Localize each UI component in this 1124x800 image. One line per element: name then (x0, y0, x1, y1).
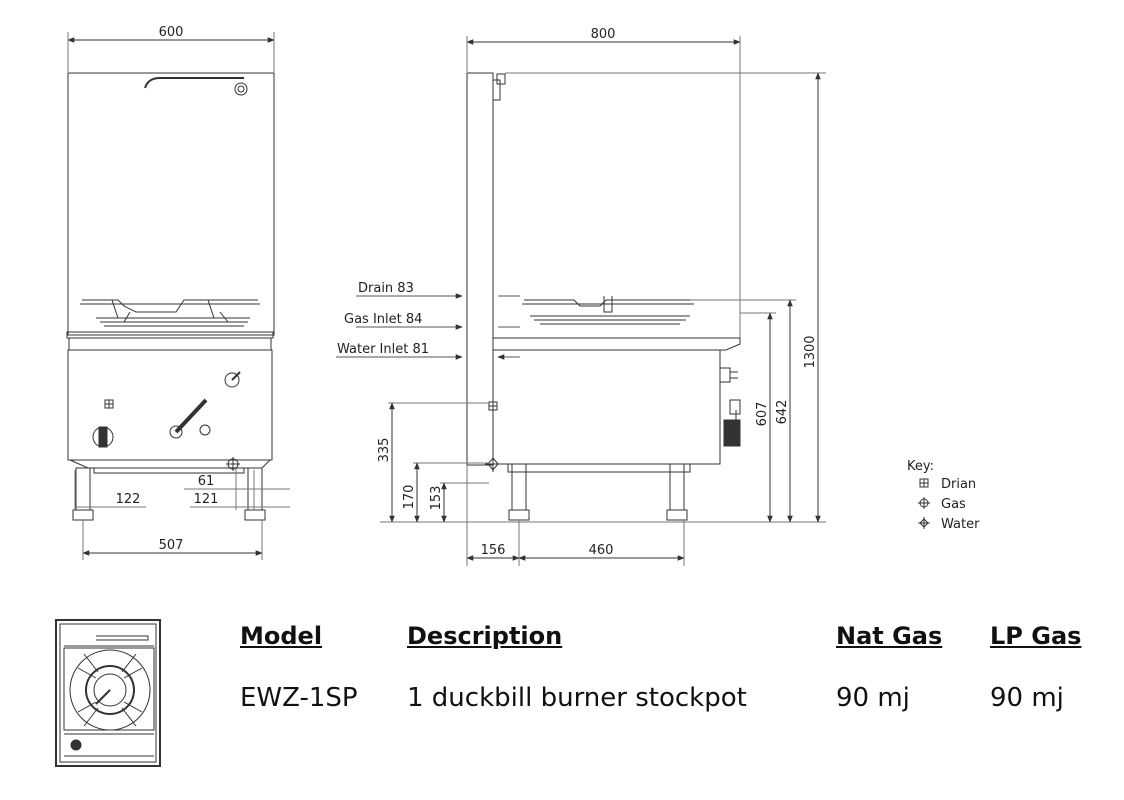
front-tap (144, 77, 244, 89)
front-splashback (67, 72, 275, 336)
front-view (66, 32, 290, 560)
front-burner-grate (80, 299, 260, 327)
side-body (492, 349, 721, 465)
label-water-inlet: Water Inlet 81 (337, 342, 429, 357)
front-tap-knob (234, 82, 248, 96)
dim-feet-span-460: 460 (589, 543, 614, 558)
key-title: Key: (907, 459, 934, 474)
cell-nat-gas: 90 mj (836, 683, 910, 713)
side-gas-valve (723, 419, 741, 447)
cell-description: 1 duckbill burner stockpot (407, 683, 747, 713)
key-item-gas: Gas (941, 497, 966, 512)
key-item-drain: Drian (941, 477, 976, 492)
side-splashback (466, 72, 494, 466)
dim-offset-61: 61 (198, 474, 215, 489)
dim-depth: 800 (591, 27, 616, 42)
cell-model: EWZ-1SP (240, 683, 358, 713)
side-leg-front (511, 463, 527, 511)
dim-height-total: 1300 (803, 335, 818, 368)
side-view (336, 36, 826, 566)
front-valve (169, 398, 211, 439)
product-thumbnail (55, 619, 161, 767)
dim-width: 600 (159, 25, 184, 40)
dim-height-607: 607 (755, 402, 770, 427)
header-description: Description (407, 622, 563, 650)
dim-feet-span: 507 (159, 538, 184, 553)
front-leg-left (75, 467, 91, 511)
front-pilot-knob (224, 372, 240, 388)
label-drain: Drain 83 (358, 281, 414, 296)
gas-knob-icon (70, 739, 82, 751)
dim-height-335: 335 (377, 438, 392, 463)
cell-lp-gas: 90 mj (990, 683, 1064, 713)
dim-offset-122: 122 (116, 492, 141, 507)
header-lp-gas: LP Gas (990, 622, 1082, 650)
side-burner-grate (522, 296, 694, 325)
dim-offset-156: 156 (481, 543, 506, 558)
side-leg-back (669, 463, 685, 511)
front-gas-knob (92, 426, 114, 448)
key-legend: Key: Drian Gas Water (907, 459, 980, 532)
key-item-water: Water (941, 517, 980, 532)
header-nat-gas: Nat Gas (836, 622, 943, 650)
label-gas-inlet: Gas Inlet 84 (344, 312, 422, 327)
dim-offset-121: 121 (194, 492, 219, 507)
header-model: Model (240, 622, 323, 650)
dim-height-170: 170 (402, 485, 417, 510)
dim-height-153: 153 (429, 486, 444, 511)
dim-height-642: 642 (775, 400, 790, 425)
